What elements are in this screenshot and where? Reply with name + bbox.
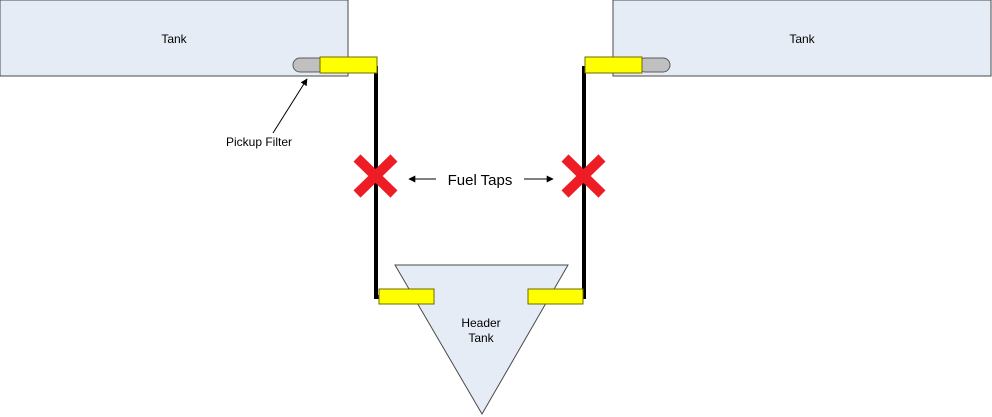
right-tank-label: Tank xyxy=(789,32,815,46)
header-tank-label-line2: Tank xyxy=(468,331,494,345)
left-tank-label: Tank xyxy=(161,32,187,46)
left-header-fitting xyxy=(378,288,435,305)
pickup-filter-label: Pickup Filter xyxy=(226,135,292,149)
right-tank-fitting xyxy=(584,56,643,74)
header-tank: Header Tank xyxy=(394,264,569,415)
left-fuel-tap-x-mark-icon xyxy=(353,154,398,198)
right-tank-body xyxy=(612,0,992,77)
right-tank: Tank xyxy=(612,0,992,77)
header-tank-body xyxy=(394,264,569,415)
header-tank-label-line1: Header xyxy=(461,316,500,330)
right-fuel-tap-x-mark-icon xyxy=(561,154,606,198)
left-tank-fitting xyxy=(319,56,378,74)
right-pickup-filter xyxy=(637,57,671,73)
left-tank-body xyxy=(0,0,349,77)
right-header-fitting xyxy=(527,288,584,305)
fuel-taps-label: Fuel Taps xyxy=(448,172,513,189)
pickup-filter-arrow-icon xyxy=(272,78,308,134)
left-tank: Tank xyxy=(0,0,349,77)
